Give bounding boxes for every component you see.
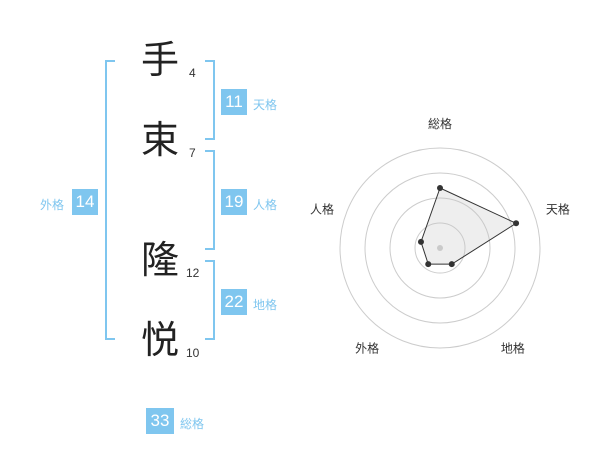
tenkaku-bracket: [205, 60, 215, 140]
radar-point-3: [448, 261, 455, 268]
name-char-2: 束: [141, 118, 180, 162]
radar-axis-label-1: 総格: [428, 116, 452, 131]
jinkaku-bracket: [205, 150, 215, 250]
jinkaku-value: 19: [221, 189, 247, 215]
chikaku-label: 地格: [253, 298, 278, 312]
gaikaku-value: 14: [72, 189, 98, 215]
radar-point-1: [437, 185, 443, 191]
radar-axis-label-4: 外格: [355, 340, 379, 355]
radar-axis-label-3: 地格: [501, 340, 525, 355]
chikaku-value: 22: [221, 289, 247, 315]
radar-center: [437, 245, 443, 251]
radar-ring: [339, 147, 541, 349]
soukaku-label: 総格: [180, 417, 205, 431]
tenkaku-label: 天格: [253, 98, 278, 112]
radar-series-polygon: [420, 187, 518, 265]
radar-point-4: [425, 261, 432, 268]
stroke-count-4: 10: [186, 346, 200, 360]
radar-point-5: [417, 238, 424, 245]
radar-axis-label-5: 人格: [310, 202, 334, 217]
chikaku-bracket: [205, 260, 215, 340]
gaikaku-bracket: [105, 60, 115, 340]
gaikaku-label: 外格: [40, 198, 65, 212]
radar-ring: [364, 172, 516, 324]
radar-ring: [389, 197, 491, 299]
radar-ring: [414, 222, 466, 274]
radar-point-2: [513, 220, 520, 227]
name-char-4: 悦: [141, 318, 180, 362]
tenkaku-value: 11: [221, 89, 247, 115]
name-char-1: 手: [141, 38, 180, 82]
stroke-count-1: 4: [189, 66, 196, 80]
name-char-3: 隆: [141, 238, 180, 282]
stroke-count-2: 7: [189, 146, 196, 160]
jinkaku-label: 人格: [253, 198, 278, 212]
stroke-count-3: 12: [186, 266, 200, 280]
radar-axis-label-2: 天格: [546, 202, 570, 217]
soukaku-value: 33: [146, 408, 174, 434]
